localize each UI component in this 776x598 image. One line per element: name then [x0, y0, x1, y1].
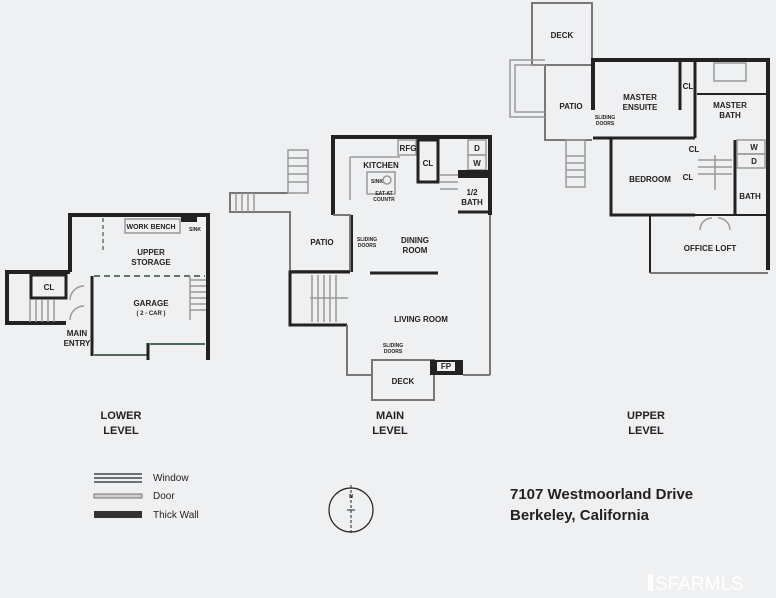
- room-label-master-bath-2: BATH: [719, 111, 741, 120]
- room-label-half-bath-2: BATH: [461, 198, 483, 207]
- room-label-bath: BATH: [739, 192, 761, 201]
- level-title-main-1: MAIN: [376, 410, 404, 422]
- room-label-upper-storage-2: STORAGE: [131, 258, 171, 267]
- room-label-eat-at-2: COUNTR: [373, 197, 395, 203]
- room-label-sliding-doors-b: DOORS: [596, 121, 615, 127]
- level-title-lower-2: LEVEL: [103, 425, 139, 437]
- room-label-main-entry-1: MAIN: [67, 329, 88, 338]
- level-title-upper-1: UPPER: [627, 410, 665, 422]
- legend-thick-wall-label: Thick Wall: [153, 510, 199, 521]
- room-label-sliding-doors-1b: DOORS: [358, 243, 377, 249]
- room-label-bedroom: BEDROOM: [629, 175, 671, 184]
- level-title-lower-1: LOWER: [101, 410, 142, 422]
- room-label-office-loft: OFFICE LOFT: [684, 244, 737, 253]
- upper-level-plan: PATIO DECK SLIDING DOORS MASTER ENSUITE …: [509, 2, 770, 437]
- room-label-master-ensuite-1: MASTER: [623, 93, 657, 102]
- room-label-living-room: LIVING ROOM: [394, 315, 448, 324]
- room-label-sink: SINK: [371, 179, 383, 185]
- watermark-logo-icon: [648, 574, 653, 591]
- room-label-washer: W: [473, 159, 481, 168]
- legend-window-symbol: [94, 473, 142, 483]
- address-line-1: 7107 Westmoorland Drive: [510, 486, 693, 503]
- room-label-dryer: D: [474, 144, 480, 153]
- legend-door-label: Door: [153, 491, 175, 502]
- watermark-logo: SFARMLS: [655, 574, 744, 595]
- room-label-fireplace: FP: [441, 362, 452, 371]
- legend: Window Door Thick Wall: [93, 473, 199, 521]
- room-label-closet-2: CL: [689, 145, 700, 154]
- room-label-dining-1: DINING: [401, 236, 429, 245]
- room-label-rfg: RFG: [400, 144, 417, 153]
- room-label-kitchen: KITCHEN: [363, 161, 399, 170]
- room-label-garage: GARAGE: [133, 299, 169, 308]
- room-label-eat-at-1: EAT-AT: [375, 191, 392, 197]
- room-label-cl: CL: [44, 283, 55, 292]
- room-label-garage-sub: ( 2 - CAR ): [137, 311, 166, 317]
- lower-level-plan: CL WORK BENCH SINK UPPER STORAGE GARAGE …: [5, 213, 210, 437]
- room-label-master-ensuite-2: ENSUITE: [623, 103, 658, 112]
- address-line-2: Berkeley, California: [510, 507, 650, 524]
- room-label-master-bath-1: MASTER: [713, 101, 747, 110]
- room-label-dryer: D: [751, 157, 757, 166]
- room-label-patio: PATIO: [559, 102, 582, 111]
- legend-window-label: Window: [153, 473, 189, 484]
- room-label-half-bath-1: 1/2: [466, 188, 478, 197]
- room-label-work-bench: WORK BENCH: [127, 224, 176, 231]
- main-level-plan: KITCHEN RFG CL D W SINK EAT-AT COUNTR 1/…: [229, 135, 492, 437]
- room-label-main-entry-2: ENTRY: [64, 339, 91, 348]
- compass-icon: N: [328, 485, 374, 535]
- room-label-sliding-doors-1a: SLIDING: [357, 237, 377, 243]
- room-label-sliding-doors-a: SLIDING: [595, 115, 615, 121]
- room-label-closet-3: CL: [683, 173, 694, 182]
- room-label-closet-1: CL: [683, 82, 694, 91]
- legend-door-symbol: [93, 493, 143, 499]
- room-label-sliding-doors-2b: DOORS: [384, 349, 403, 355]
- room-label-sink: SINK: [189, 227, 201, 233]
- room-label-upper-storage-1: UPPER: [137, 248, 165, 257]
- room-label-patio: PATIO: [310, 238, 333, 247]
- room-label-deck: DECK: [392, 377, 415, 386]
- room-label-deck: DECK: [551, 31, 574, 40]
- room-label-sliding-doors-2a: SLIDING: [383, 343, 403, 349]
- level-title-upper-2: LEVEL: [628, 425, 664, 437]
- room-label-dining-2: ROOM: [403, 246, 428, 255]
- room-label-cl: CL: [423, 159, 434, 168]
- compass-north-label: N: [349, 494, 353, 500]
- room-label-washer: W: [750, 143, 758, 152]
- level-title-main-2: LEVEL: [372, 425, 408, 437]
- legend-thick-wall-symbol: [94, 511, 142, 518]
